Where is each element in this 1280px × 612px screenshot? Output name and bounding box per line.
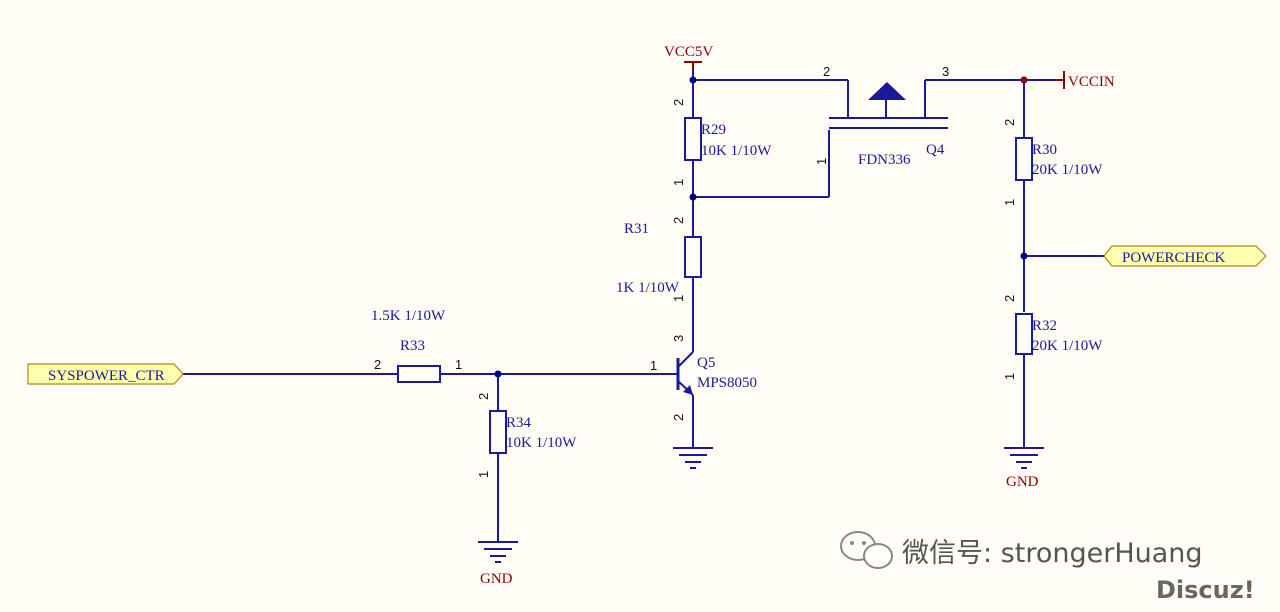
r31-ref: R31: [624, 221, 649, 237]
q5-ref: Q5: [697, 355, 715, 371]
vcc5v-label: VCC5V: [664, 44, 713, 60]
q5-part: MPS8050: [697, 375, 757, 391]
r33-ref: R33: [400, 338, 425, 354]
r31-value: 1K 1/10W: [616, 280, 680, 296]
gnd-symbol-r32: GND: [1004, 447, 1044, 490]
syspower-ctr-label: SYSPOWER_CTR: [48, 368, 165, 384]
gnd-symbol-r34: GND: [478, 541, 518, 587]
svg-text:1: 1: [671, 179, 686, 186]
resistor-r33: 2 1 R33 1.5K 1/10W: [371, 308, 462, 383]
gnd-label-r34: GND: [480, 571, 513, 587]
svg-text:3: 3: [671, 335, 686, 342]
r32-ref: R32: [1032, 318, 1057, 334]
svg-text:2: 2: [476, 393, 491, 400]
wechat-watermark: 微信号: strongerHuang: [840, 531, 1203, 569]
svg-text:2: 2: [671, 414, 686, 421]
r30-ref: R30: [1032, 142, 1057, 158]
r34-ref: R34: [506, 415, 532, 431]
svg-text:2: 2: [1002, 119, 1017, 126]
wechat-id: 微信号: strongerHuang: [902, 538, 1203, 569]
port-powercheck: POWERCHECK: [1103, 245, 1267, 267]
wires: [182, 64, 1104, 542]
resistor-r29: 2 1 R29 10K 1/10W: [671, 99, 772, 186]
svg-text:1: 1: [1002, 373, 1017, 380]
r32-value: 20K 1/10W: [1032, 338, 1103, 354]
vccin-power-symbol: VCCIN: [1055, 71, 1115, 90]
r29-value: 10K 1/10W: [701, 143, 772, 159]
svg-text:1: 1: [476, 471, 491, 478]
svg-text:2: 2: [823, 64, 830, 79]
r30-value: 20K 1/10W: [1032, 162, 1103, 178]
svg-text:2: 2: [374, 357, 381, 372]
svg-text:1: 1: [814, 158, 829, 165]
svg-text:1: 1: [671, 295, 686, 302]
discuz-watermark: Discuz!: [1156, 576, 1255, 604]
vcc5v-power-symbol: VCC5V: [664, 44, 713, 70]
powercheck-label: POWERCHECK: [1122, 250, 1226, 266]
svg-text:2: 2: [671, 99, 686, 106]
svg-text:3: 3: [942, 64, 949, 79]
vccin-label: VCCIN: [1068, 74, 1115, 90]
junctions: [494, 76, 1028, 378]
svg-text:1: 1: [455, 357, 462, 372]
resistor-r32: 2 1 R32 20K 1/10W: [1002, 295, 1103, 380]
resistor-r34: 2 1 R34 10K 1/10W: [476, 393, 577, 478]
transistor-q5: 1 3 2 Q5 MPS8050: [650, 335, 757, 421]
q4-ref: Q4: [926, 142, 945, 158]
gnd-label-r32: GND: [1006, 474, 1039, 490]
resistor-r31: 2 1 R31 1K 1/10W: [616, 217, 702, 302]
r33-value: 1.5K 1/10W: [371, 308, 446, 324]
svg-text:1: 1: [650, 358, 657, 373]
svg-text:2: 2: [671, 217, 686, 224]
q4-part: FDN336: [858, 152, 911, 168]
mosfet-q4: 2 3 1 FDN336 Q4: [814, 64, 949, 168]
gnd-symbol-q5: [673, 447, 713, 469]
r34-value: 10K 1/10W: [506, 435, 577, 451]
svg-text:2: 2: [1002, 295, 1017, 302]
resistor-r30: 2 1 R30 20K 1/10W: [1002, 119, 1103, 206]
svg-text:1: 1: [1002, 199, 1017, 206]
port-syspower-ctr: SYSPOWER_CTR: [27, 363, 184, 385]
wechat-icon: [840, 531, 893, 569]
r29-ref: R29: [701, 122, 726, 138]
